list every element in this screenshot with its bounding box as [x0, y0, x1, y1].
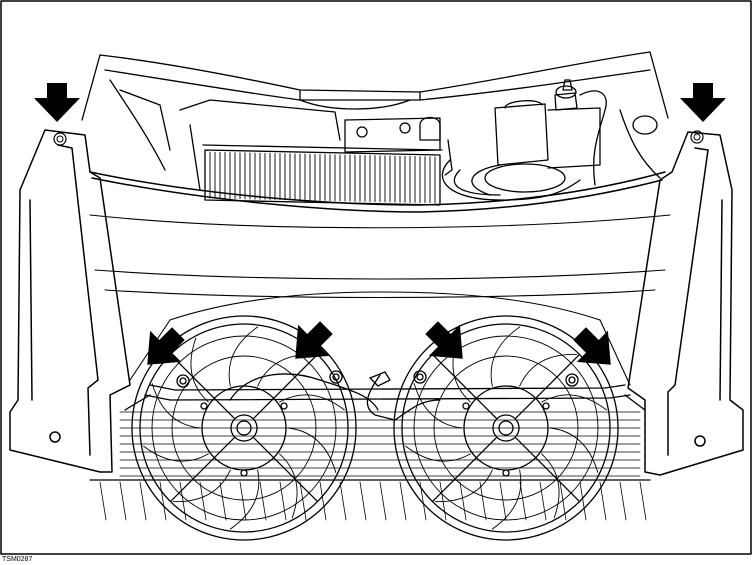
arrow-top-left: [34, 83, 80, 122]
radiator-core: [89, 411, 651, 521]
intercooler: [202, 144, 443, 206]
arrow-top-right: [680, 83, 726, 122]
fan-cross-member: [124, 384, 646, 411]
arrow-lower-1: [147, 327, 185, 365]
arrow-lower-3: [425, 321, 463, 359]
arrow-lower-2: [295, 321, 333, 359]
coolant-reservoir: [494, 79, 607, 186]
mounting-bracket: [344, 116, 453, 176]
right-side-bracket: [627, 130, 744, 476]
arrow-lower-4: [573, 327, 611, 365]
front-bumper-panel: [89, 171, 671, 386]
figure-reference-code: TSM0287: [2, 556, 33, 563]
coolant-hose: [441, 159, 581, 201]
left-side-bracket: [9, 129, 131, 473]
cooling-fan-right: [393, 315, 619, 541]
right-inner-fender: [619, 109, 661, 179]
cooling-fan-left: [131, 315, 357, 541]
engine-bay: [81, 51, 669, 191]
fan-wiring: [229, 371, 441, 421]
